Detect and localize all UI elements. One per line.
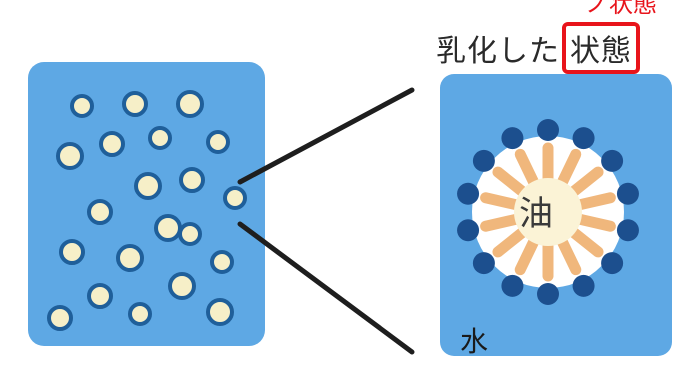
surfactant-head: [572, 127, 595, 150]
surfactant-head: [601, 149, 624, 172]
surfactant-head: [537, 119, 559, 141]
surfactant-tail: [575, 214, 616, 232]
surfactant-tail: [557, 148, 582, 187]
zoom-line-upper: [237, 87, 415, 185]
surfactant-tail: [480, 214, 521, 232]
zoom-line-lower: [237, 221, 415, 355]
oil-core: [514, 178, 582, 246]
emulsion-droplet: [59, 239, 85, 265]
emulsified-state-caption: 乳化した状態: [436, 22, 640, 74]
surfactant-tail: [569, 227, 604, 258]
emulsion-droplet: [210, 250, 234, 274]
droplet-group: [47, 90, 247, 331]
emulsion-droplet: [179, 167, 205, 193]
emulsion-droplet: [56, 142, 84, 170]
emulsion-droplet: [99, 131, 125, 157]
emulsion-droplet: [116, 244, 144, 272]
emulsion-droplet: [154, 214, 182, 242]
surfactant-tail: [557, 237, 582, 276]
emulsion-droplet: [128, 302, 152, 326]
emulsion-droplet: [206, 130, 230, 154]
emulsion-droplet: [87, 283, 113, 309]
surfactant-head: [472, 149, 495, 172]
emulsion-droplet: [176, 90, 204, 118]
surfactant-head: [472, 252, 495, 275]
emulsion-droplet: [148, 126, 172, 150]
surfactant-tail: [492, 166, 527, 197]
surfactant-tail: [514, 148, 539, 187]
surfactant-tail: [569, 166, 604, 197]
surfactant-tail: [514, 237, 539, 276]
emulsion-droplet: [122, 91, 148, 117]
surfactant-head: [572, 274, 595, 297]
emulsion-droplet: [47, 305, 73, 331]
surfactant-heads: [457, 119, 639, 305]
surfactant-tails: [480, 142, 616, 282]
water-panel-left: [28, 62, 265, 346]
surfactant-head: [601, 252, 624, 275]
surfactant-head: [616, 182, 639, 205]
emulsion-droplet: [168, 272, 196, 300]
surfactant-head: [616, 219, 639, 242]
surfactant-head: [457, 182, 480, 205]
surfactant-tail: [480, 192, 521, 210]
surfactant-tail: [575, 192, 616, 210]
emulsion-droplet: [178, 222, 202, 246]
surfactant-head: [457, 219, 480, 242]
highlighted-state-word: 状態: [562, 22, 640, 74]
surfactant-head: [501, 274, 524, 297]
surfactant-tail: [492, 227, 527, 258]
water-label: 水: [460, 325, 489, 358]
surfactant-head: [501, 127, 524, 150]
emulsion-droplet: [206, 298, 234, 326]
emulsion-droplet: [134, 172, 162, 200]
emulsion-droplet: [70, 94, 94, 118]
caption-prefix: 乳化した: [436, 34, 560, 69]
top-partial-text: ノ状態: [585, 0, 657, 18]
oil-label: 油: [519, 194, 553, 234]
emulsion-droplet: [223, 186, 247, 210]
surfactant-head: [537, 283, 559, 305]
emulsion-droplet: [87, 199, 113, 225]
